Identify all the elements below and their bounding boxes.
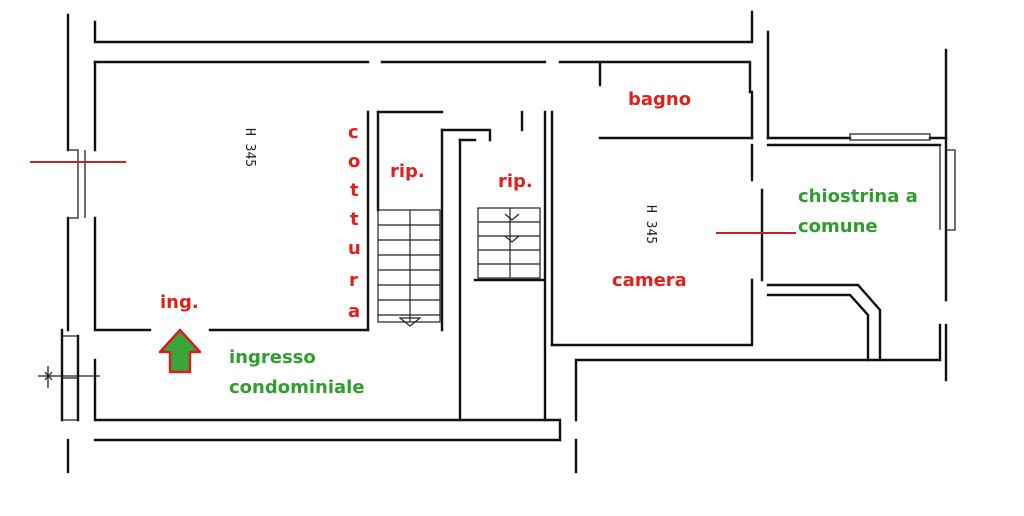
cottura-letter-5: u — [348, 238, 361, 259]
stairs-right — [477, 207, 541, 279]
cottura-letter-7: a — [348, 301, 360, 322]
cottura-letter-2: o — [348, 151, 360, 172]
room-label-rip-left: rip. — [390, 161, 425, 182]
cottura-letter-6: r — [349, 270, 358, 291]
cottura-letter-1: c — [348, 122, 359, 143]
entrance-label-line2: condominiale — [229, 377, 365, 398]
interior-walls — [366, 48, 956, 422]
cottura-letter-3: t — [350, 180, 359, 201]
cottura-letter-4: t — [350, 209, 359, 230]
room-label-camera: camera — [612, 270, 687, 291]
height-marker-left: H 345 — [242, 128, 257, 167]
stairs-left — [377, 209, 441, 327]
chiostrina-label-line1: chiostrina a — [798, 186, 918, 207]
room-label-cottura: c o t t u r a — [348, 122, 361, 322]
room-label-bagno: bagno — [628, 89, 691, 110]
entrance-arrow-icon — [158, 328, 202, 374]
outer-walls — [38, 10, 942, 474]
height-marker-right: H 345 — [643, 205, 658, 244]
room-label-rip-right: rip. — [498, 171, 533, 192]
entrance-label-line1: ingresso — [229, 347, 316, 368]
entrance-short-label: ing. — [160, 292, 199, 313]
chiostrina-label-line2: comune — [798, 216, 878, 237]
